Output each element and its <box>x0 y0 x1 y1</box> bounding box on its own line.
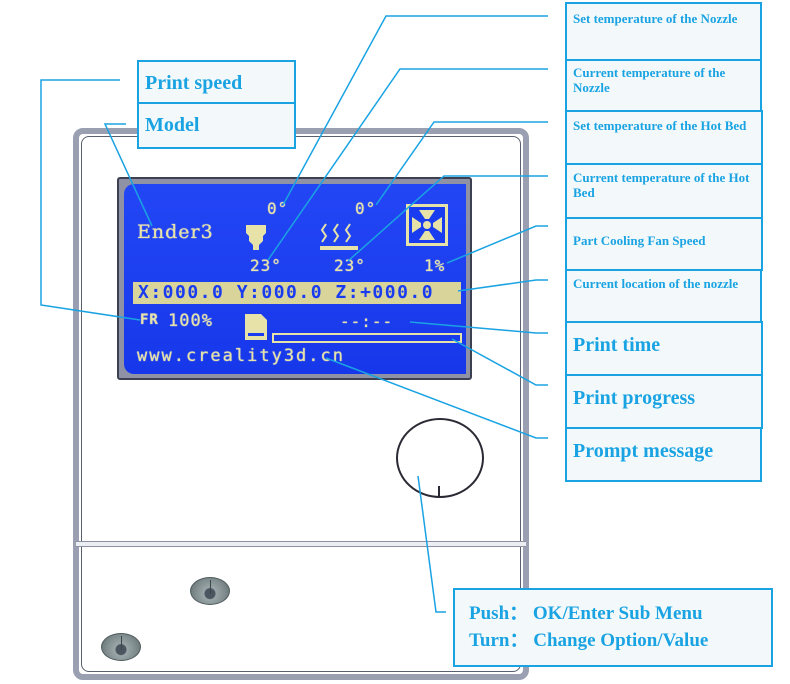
leader-location <box>457 279 548 292</box>
label-print-time: Print time <box>565 321 763 376</box>
print-progress-bar <box>272 333 462 343</box>
model-name: Ender3 <box>137 221 214 243</box>
label-nozzle-location: Current location of the nozzle <box>565 269 762 323</box>
panel-divider <box>76 541 526 547</box>
nozzle-set-temp: 0° <box>267 199 289 218</box>
screw <box>101 633 141 661</box>
nozzle-current-temp: 23° <box>250 256 282 275</box>
print-speed-value: 100% <box>168 311 213 331</box>
screw <box>190 577 230 605</box>
hot-bed-icon <box>320 223 358 250</box>
bed-set-temp: 0° <box>355 199 377 218</box>
rotary-knob[interactable] <box>396 418 484 498</box>
sd-card-icon <box>245 314 267 340</box>
label-set-bed-temp: Set temperature of the Hot Bed <box>565 110 763 165</box>
label-model: Model <box>137 102 296 149</box>
fan-icon <box>406 204 448 246</box>
leader-set-bed <box>375 121 548 206</box>
label-prompt-message: Prompt message <box>565 427 762 482</box>
leader-model <box>103 123 153 227</box>
speed-icon: FR <box>140 312 159 328</box>
label-current-bed-temp: Current temperature of the Hot Bed <box>565 163 763 219</box>
leader-current-bed <box>347 175 548 262</box>
nozzle-coordinates: X:000.0 Y:000.0 Z:+000.0 <box>138 282 435 303</box>
prompt-message: www.creality3d.cn <box>137 346 345 366</box>
leader-set-nozzle <box>282 15 548 206</box>
knob-indicator <box>438 486 440 497</box>
label-print-progress: Print progress <box>565 374 763 429</box>
print-time-value: --:-- <box>340 312 394 331</box>
bed-current-temp: 23° <box>334 256 366 275</box>
leader-print-progress <box>451 338 548 386</box>
knob-push-text: Push： OK/Enter Sub Menu <box>469 603 703 624</box>
label-print-speed: Print speed <box>137 60 296 104</box>
leader-print-speed <box>40 79 141 321</box>
leader-current-nozzle <box>267 68 548 261</box>
leader-fan-speed <box>446 225 548 264</box>
fan-speed-value: 1% <box>424 256 446 275</box>
label-current-nozzle-temp: Current temperature of the Nozzle <box>565 59 762 112</box>
label-set-nozzle-temp: Set temperature of the Nozzle <box>565 2 762 61</box>
label-fan-speed: Part Cooling Fan Speed <box>565 217 763 271</box>
nozzle-icon <box>246 225 266 250</box>
knob-turn-text: Turn： Change Option/Value <box>469 630 709 651</box>
leader-knob <box>417 475 446 613</box>
leader-print-time <box>409 321 548 334</box>
leader-prompt <box>325 357 548 439</box>
coordinates-bar <box>133 282 461 304</box>
label-knob-function: Push： OK/Enter Sub Menu Turn： Change Opt… <box>453 588 773 667</box>
